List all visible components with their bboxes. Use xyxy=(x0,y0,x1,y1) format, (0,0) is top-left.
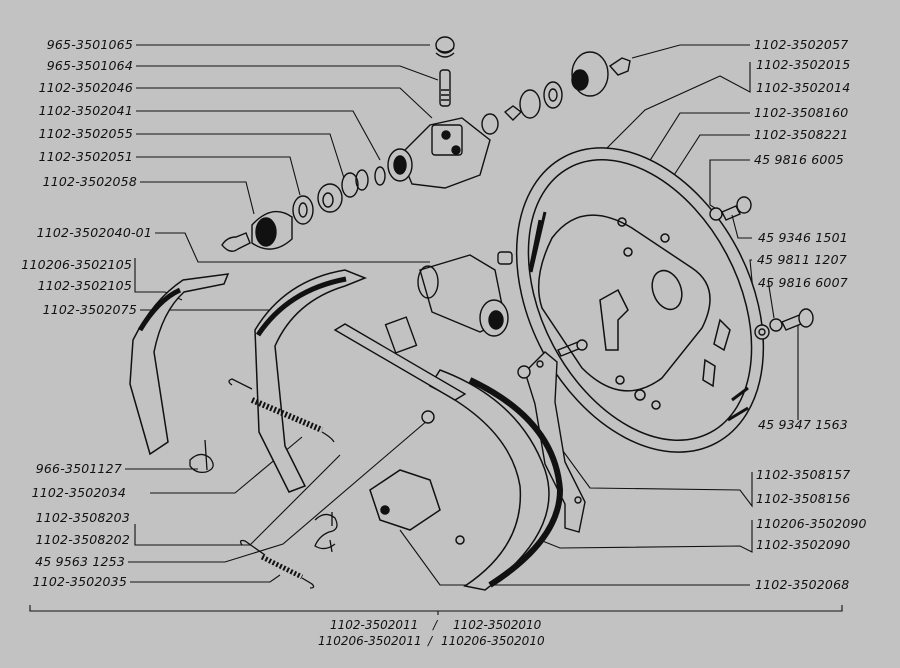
part-label: 1102-3508160 xyxy=(754,105,849,120)
spacer-bar xyxy=(333,316,467,424)
leader-lines-right xyxy=(29,44,843,615)
part-label: 110206-3502105 xyxy=(21,257,132,272)
part-label: 1102-3502105 xyxy=(37,278,132,293)
part-label: 1102-3502068 xyxy=(755,577,850,592)
part-label: 110206-3502090 xyxy=(756,516,867,531)
part-label: 1102-3502090 xyxy=(756,537,851,552)
part-label: 1102-3508203 xyxy=(35,510,130,525)
part-label: 45 9811 1207 xyxy=(757,252,847,267)
part-label: 45 9563 1253 xyxy=(35,554,125,569)
part-label: 1102-3502034 xyxy=(31,485,126,500)
part-label: 1102-3502035 xyxy=(32,574,127,589)
part-label: 1102-3508221 xyxy=(754,127,849,142)
part-label: 45 9346 1501 xyxy=(758,230,848,245)
brake-shoes xyxy=(254,269,564,591)
assembly-separator: / xyxy=(428,634,433,648)
part-label: 966-3501127 xyxy=(35,461,122,476)
part-label: 965-3501064 xyxy=(46,58,133,73)
part-label: 1102-3502040-01 xyxy=(36,225,152,240)
part-label: 45 9347 1563 xyxy=(758,417,848,432)
part-label: 1102-3502058 xyxy=(42,174,137,189)
assembly-separator: / xyxy=(433,618,438,632)
part-label: 965-3501065 xyxy=(46,37,133,52)
assembly-number: 1102-3502010 xyxy=(453,618,542,632)
parking-lever xyxy=(517,351,586,533)
assembly-number: 110206-3502011 xyxy=(318,634,422,648)
part-label: 1102-3502057 xyxy=(754,37,849,52)
leader-lines-left xyxy=(125,44,439,583)
bolts-and-washers xyxy=(557,196,814,357)
part-label: 1102-3502051 xyxy=(38,149,133,164)
part-label: 1102-3502046 xyxy=(38,80,133,95)
part-label: 1102-3502075 xyxy=(42,302,137,317)
brake-lining xyxy=(129,273,230,456)
part-label: 1102-3502055 xyxy=(38,126,133,141)
part-label: 45 9816 6007 xyxy=(758,275,848,290)
part-label: 1102-3502041 xyxy=(38,103,133,118)
assembly-number: 110206-3502010 xyxy=(441,634,545,648)
wheel-cylinder-parts xyxy=(221,36,631,337)
springs xyxy=(189,378,338,589)
assembly-number: 1102-3502011 xyxy=(330,618,419,632)
backing-plate xyxy=(515,147,765,453)
part-label: 1102-3508157 xyxy=(756,467,851,482)
part-label: 1102-3508202 xyxy=(35,532,130,547)
part-label: 1102-3502015 xyxy=(756,57,851,72)
part-label: 1102-3502014 xyxy=(756,80,851,95)
part-label: 45 9816 6005 xyxy=(754,152,844,167)
part-label: 1102-3508156 xyxy=(756,491,851,506)
